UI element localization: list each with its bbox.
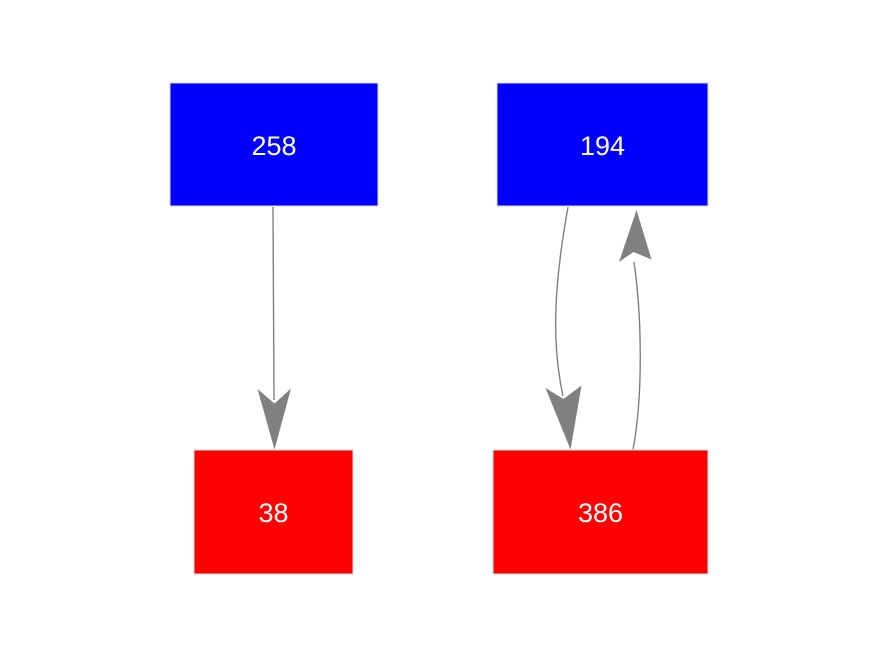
node-386[interactable]: 386 [492, 449, 709, 575]
node-box [169, 82, 379, 207]
node-label: 194 [580, 131, 625, 161]
node-38[interactable]: 38 [193, 449, 354, 575]
node-label: 386 [578, 498, 623, 528]
node-258[interactable]: 258 [169, 82, 379, 207]
edge-386-to-194[interactable] [619, 210, 652, 451]
edge-258-to-38[interactable] [257, 206, 292, 450]
node-box [496, 82, 709, 207]
arrowhead-down-icon [257, 388, 291, 450]
node-label: 258 [251, 131, 296, 161]
node-box [492, 449, 709, 575]
node-194[interactable]: 194 [496, 82, 709, 207]
edge-194-to-386[interactable] [545, 206, 582, 450]
edge-line [554, 206, 569, 397]
edge-line [272, 206, 275, 401]
arrowhead-down-icon [545, 385, 582, 450]
node-box [193, 449, 354, 575]
arrowhead-up-icon [619, 210, 652, 262]
node-label: 38 [258, 498, 288, 528]
edge-line [632, 261, 641, 451]
